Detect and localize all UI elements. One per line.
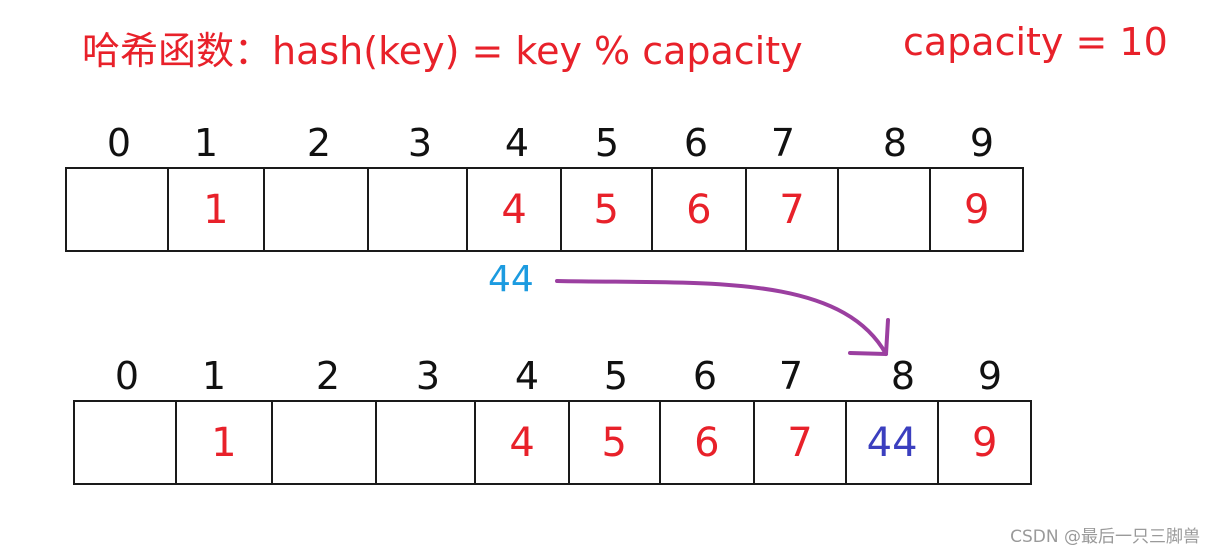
before-cell: 4: [468, 169, 562, 250]
after-hash-table: 1 4 5 6 7 44 9: [73, 400, 1032, 485]
before-cell: 6: [653, 169, 748, 250]
before-cell: 9: [963, 186, 990, 233]
before-hash-table: 1 4 5 6 7 9: [65, 167, 1024, 252]
after-index: 6: [692, 354, 718, 398]
after-index: 5: [603, 354, 629, 398]
after-index-row: 0 1 2 3 4 5 6 7 8 9: [0, 354, 1216, 402]
after-index: 0: [114, 354, 140, 398]
after-cell: [75, 402, 177, 483]
before-index: 9: [969, 121, 995, 165]
after-index: 3: [415, 354, 441, 398]
capacity-label: capacity = 10: [903, 20, 1168, 64]
before-cell: 1: [169, 169, 266, 250]
insert-key-label: 44: [488, 259, 534, 300]
after-cell: 7: [755, 402, 847, 483]
after-cell: 1: [177, 402, 274, 483]
before-index: 0: [106, 121, 132, 165]
after-index: 4: [514, 354, 540, 398]
after-cell: 4: [476, 402, 570, 483]
before-cell: 5: [562, 169, 653, 250]
after-cell: [377, 402, 477, 483]
after-cell-inserted: 44: [847, 402, 940, 483]
before-index-row: 0 1 2 3 4 5 6 7 8 9: [0, 121, 1216, 169]
watermark: CSDN @最后一只三脚兽: [1010, 527, 1200, 547]
after-index: 7: [778, 354, 804, 398]
before-index: 5: [594, 121, 620, 165]
before-index: 4: [504, 121, 530, 165]
before-index: 6: [683, 121, 709, 165]
after-index: 8: [890, 354, 916, 398]
before-index: 7: [770, 121, 796, 165]
before-cell: [265, 169, 369, 250]
before-cell: [839, 169, 932, 250]
hash-formula: 哈希函数：hash(key) = key % capacity: [82, 29, 803, 73]
arrow-curve: [555, 279, 888, 356]
before-index: 1: [193, 121, 219, 165]
title-bar: 哈希函数：hash(key) = key % capacity capacity…: [0, 14, 1216, 74]
before-index: 8: [882, 121, 908, 165]
before-cell: [369, 169, 469, 250]
before-index: 3: [407, 121, 433, 165]
after-index: 1: [201, 354, 227, 398]
after-index: 2: [315, 354, 341, 398]
before-cell: 7: [747, 169, 839, 250]
arrow-head: [848, 318, 890, 356]
before-index: 2: [306, 121, 332, 165]
after-cell: 6: [661, 402, 756, 483]
after-cell: 5: [570, 402, 661, 483]
after-index: 9: [977, 354, 1003, 398]
after-cell: 9: [971, 419, 998, 466]
after-cell: [273, 402, 377, 483]
before-cell: [67, 169, 169, 250]
